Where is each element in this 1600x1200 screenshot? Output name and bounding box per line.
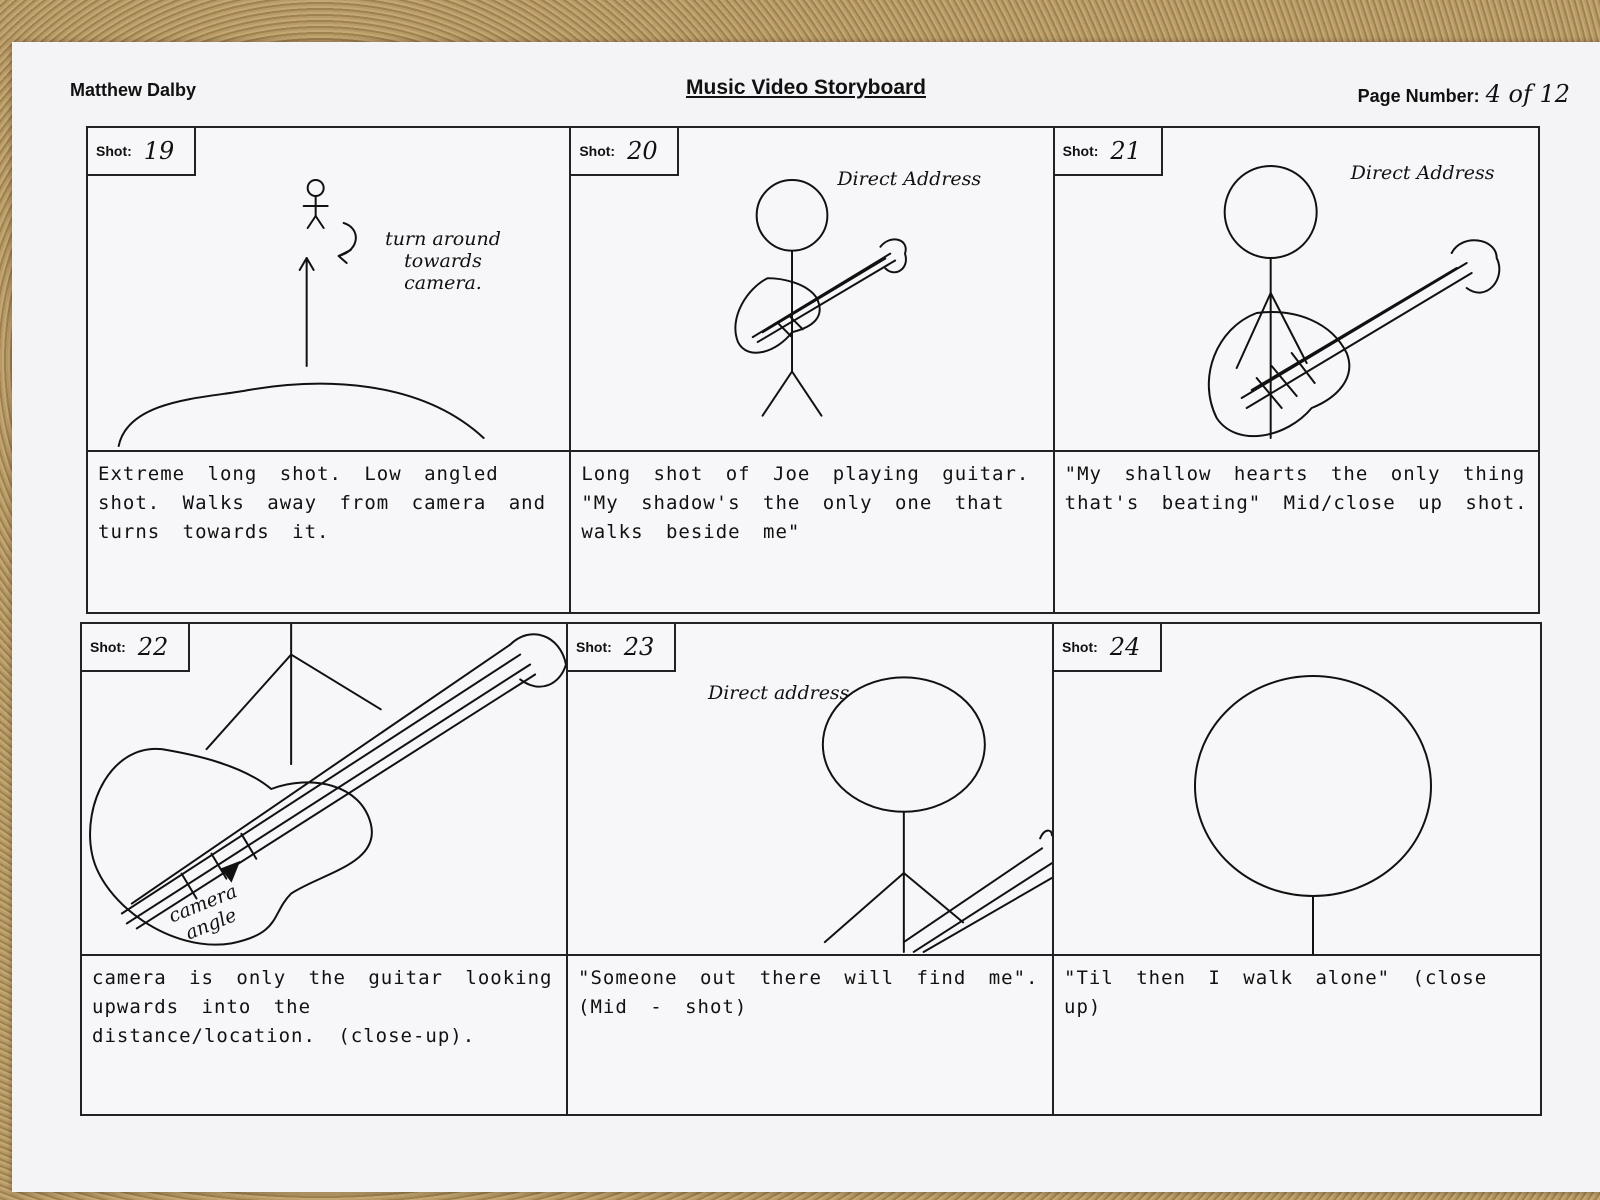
stick-figure-guitar-closer-drawing [1207,165,1500,439]
shot-description: "Til then I walk alone" (close up) [1064,967,1488,1018]
shot-number-box: Shot: 22 [82,624,190,672]
shot-description: "Someone out there will find me". (Mid -… [578,967,1039,1018]
shot-number-box: Shot: 24 [1054,624,1162,672]
stick-figure-guitar-drawing [734,178,908,417]
sketch-area: Shot: 20 Direct Address [571,128,1053,452]
panel-shot-21: Shot: 21 Direct Address [1054,128,1538,612]
shot-description: Extreme long shot. Low angled shot. Walk… [98,463,547,543]
shot-label: Shot: [1062,639,1098,655]
shot-number: 19 [143,137,175,165]
shot-label: Shot: [90,639,126,655]
shot-number: 21 [1110,137,1141,165]
shot-number: 23 [623,633,655,661]
shot-label: Shot: [96,143,132,159]
sketch-area: Shot: 24 [1054,624,1540,956]
shot-number: 20 [627,137,658,165]
panel-shot-24: Shot: 24 "Til then I walk alone" (close … [1054,624,1540,1114]
sketch-note: Direct address [708,682,850,704]
panel-shot-20: Shot: 20 Direct Address [571,128,1055,612]
shot-description: "My shallow hearts the only thing that's… [1064,463,1528,514]
shot-number: 22 [137,633,169,661]
page-number: Page Number:4 of 12 [1358,80,1570,108]
shot-number-box: Shot: 21 [1054,128,1163,176]
sketch-area: Shot: 22 cam [82,624,566,956]
page-title: Music Video Storyboard [686,76,926,99]
stick-figure-closeup-drawing [1194,675,1432,954]
sketch-area: Shot: 19 turn around towards camera. [88,128,570,452]
shot-label: Shot: [579,143,616,159]
panel-shot-19: Shot: 19 turn around towards camera. [88,128,572,612]
sketch-area: Shot: 23 Direct address [568,624,1052,956]
storyboard-sheet: Matthew Dalby Music Video Storyboard Pag… [12,42,1600,1192]
page-number-label: Page Number: [1357,86,1480,106]
storyboard-row-2: Shot: 22 cam [80,622,1542,1116]
sketch-note: turn around towards camera. [385,228,501,294]
shot-number: 24 [1109,633,1141,661]
sketch-area: Shot: 21 Direct Address [1054,128,1538,452]
shot-label: Shot: [576,639,612,655]
shot-number-box: Shot: 19 [88,128,196,176]
page-number-value: 4 of 12 [1485,80,1570,108]
panel-shot-23: Shot: 23 Direct address "Someone out the… [568,624,1054,1114]
panel-shot-22: Shot: 22 cam [82,624,568,1114]
shot-number-box: Shot: 23 [568,624,676,672]
author-name: Matthew Dalby [70,80,197,100]
shot-description: Long shot of Joe playing guitar. "My sha… [581,463,1030,543]
shot-number-box: Shot: 20 [571,128,680,176]
shot-label: Shot: [1062,143,1099,159]
storyboard-row-1: Shot: 19 turn around towards camera. [86,126,1540,614]
guitar-closeup-drawing [89,624,566,946]
stick-figure-walking-drawing [117,179,485,447]
sketch-note: Direct Address [1350,162,1495,184]
stick-figure-midshot-drawing [821,676,1052,953]
sketch-note: Direct Address [837,168,982,190]
shot-description: camera is only the guitar looking upward… [92,967,553,1047]
